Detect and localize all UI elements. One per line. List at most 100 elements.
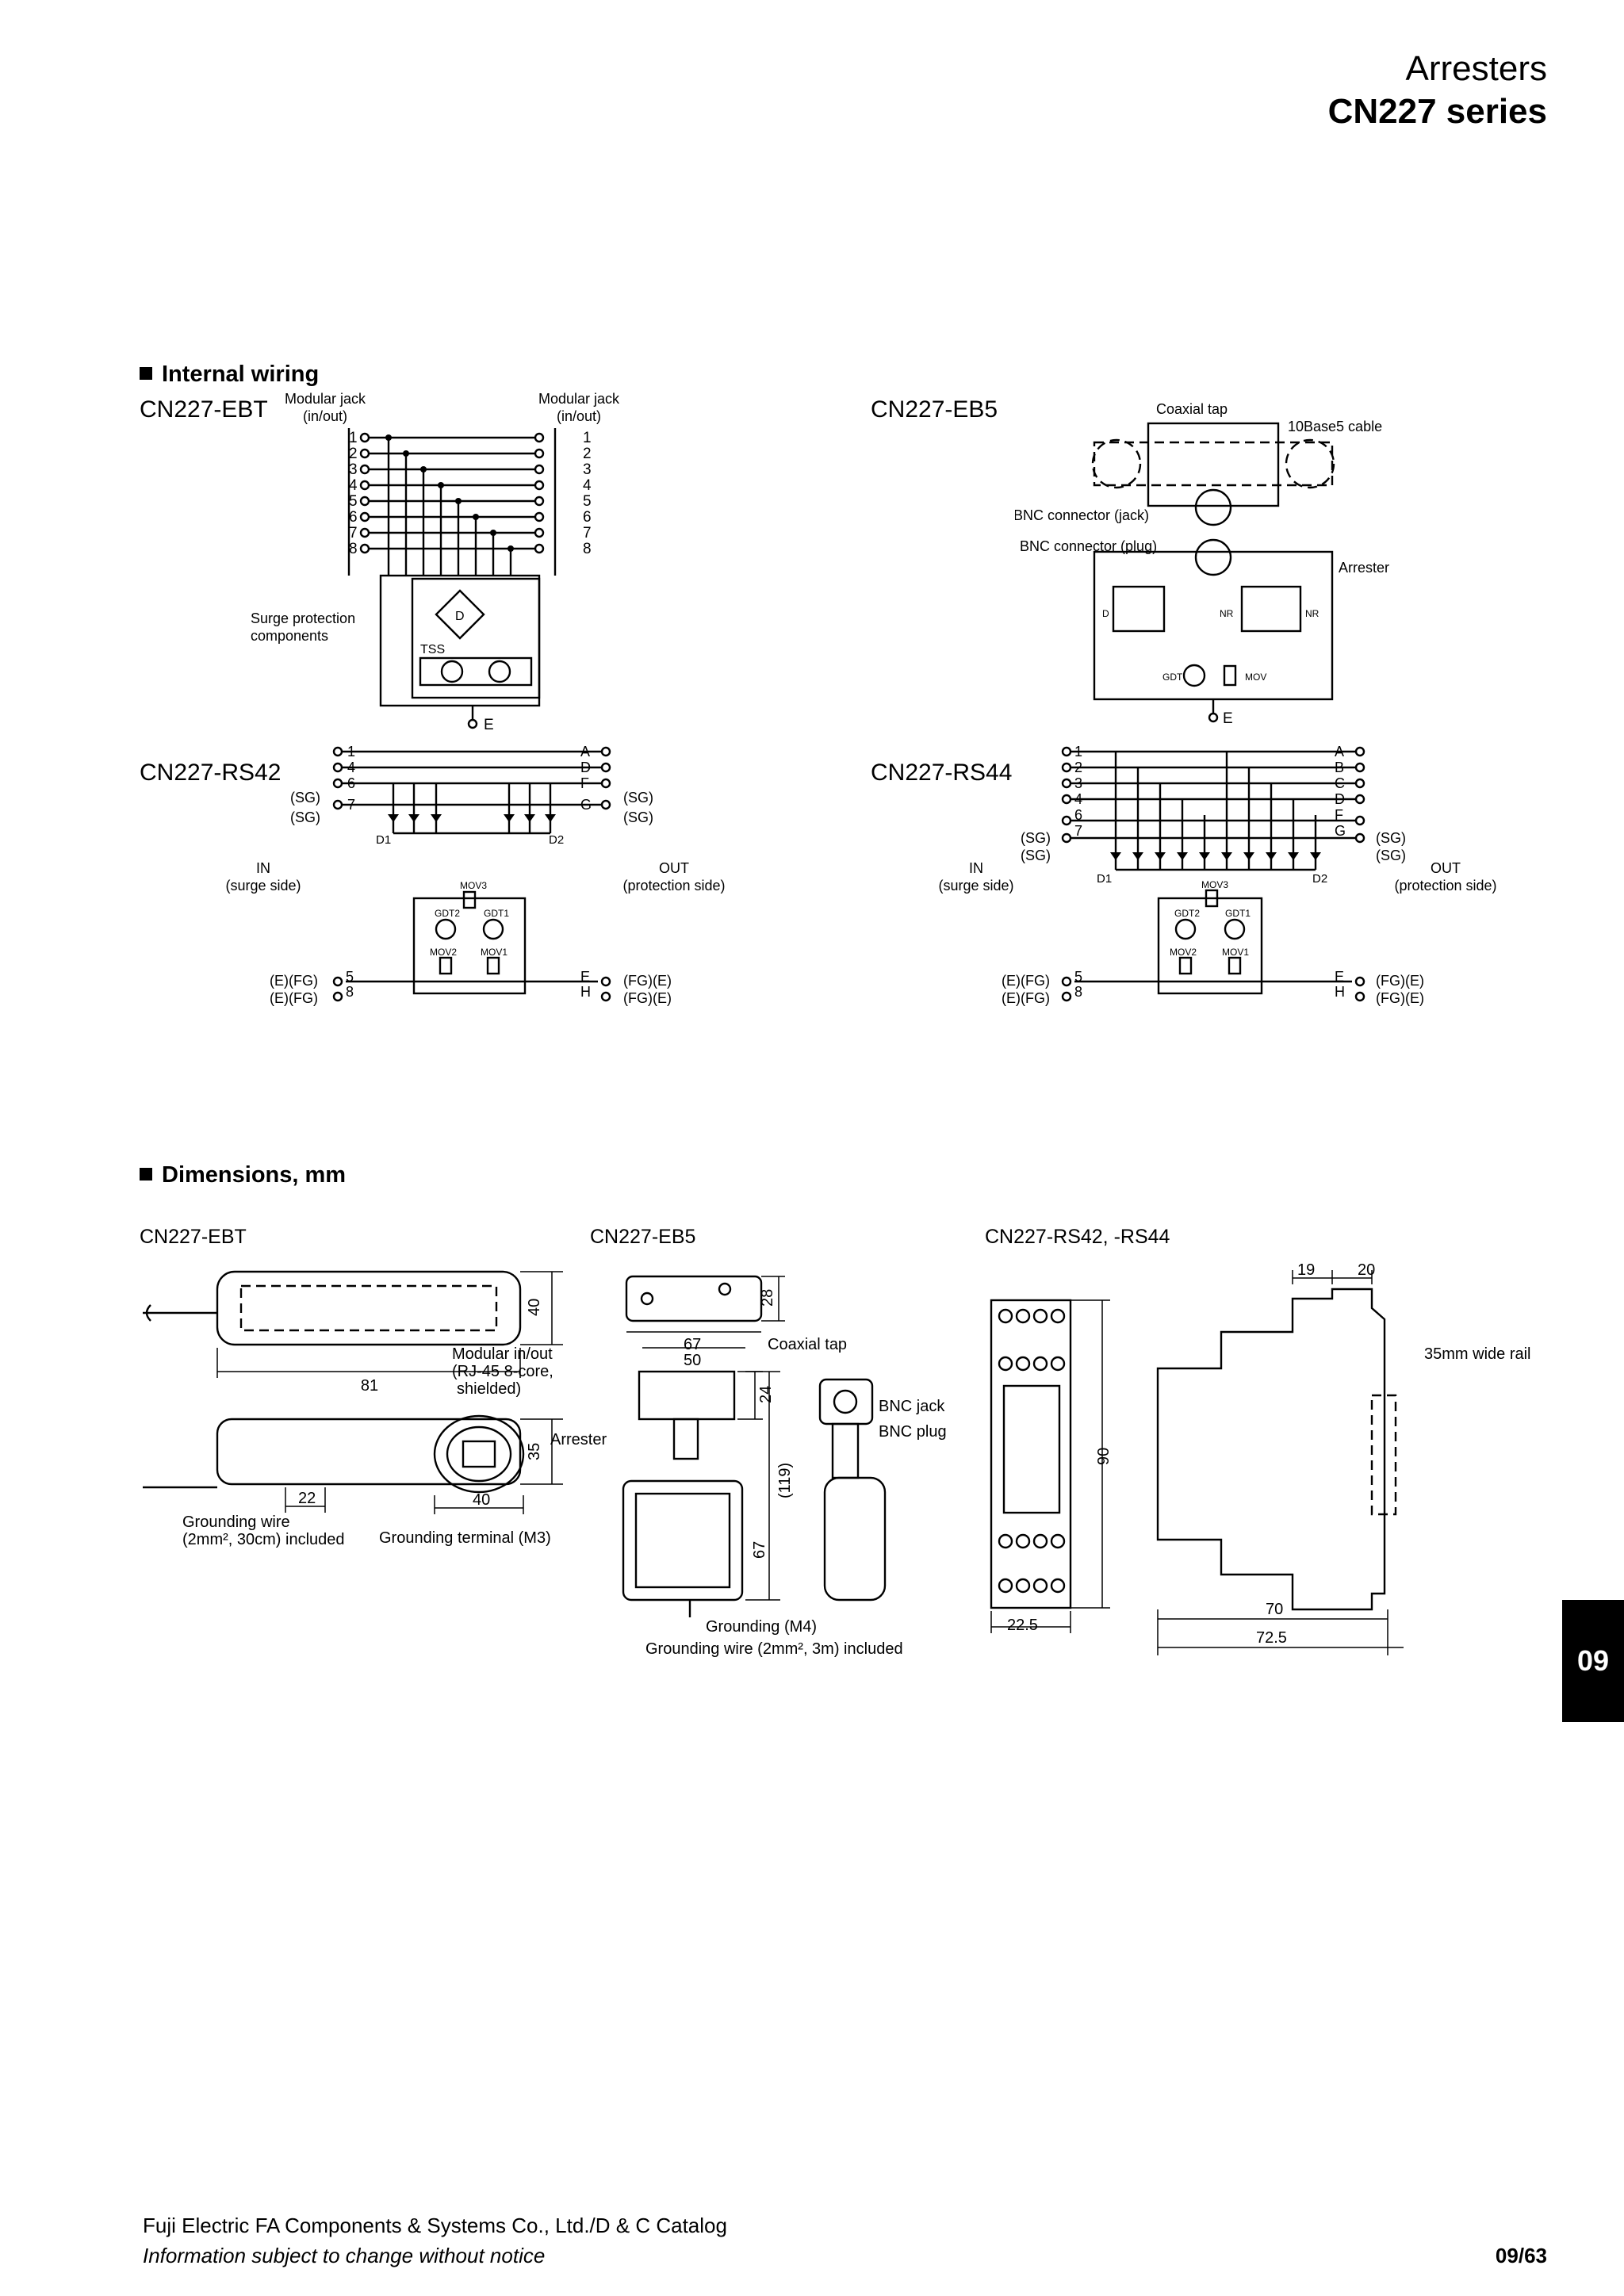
square-bullet-icon [140,1168,152,1181]
rs-side-view [1156,1288,1386,1611]
section-internal-wiring: Internal wiring [140,362,319,388]
fge-label: (FG)(E) [1376,990,1424,1006]
gdt-label: GDT [1162,672,1183,683]
terminal-icon [332,778,343,789]
dim-40: 40 [526,1299,543,1316]
dim-90: 90 [1095,1448,1113,1465]
mov3-icon [1205,889,1219,908]
rs44-wiring-diagram: 1 2 3 4 6 7 A B C D F G (SG) (SG) (SG) (… [938,744,1496,1006]
category-title: Arresters [1405,49,1547,88]
diode-icon [1199,852,1210,860]
mov-icon [1223,664,1237,687]
d1-label: D1 [376,833,391,847]
pin-terminal-icon [534,432,545,443]
diode-icon [1132,852,1143,860]
efg-label: (E)(FG) [1002,973,1050,989]
rail-label: 35mm wide rail [1424,1345,1530,1363]
eb5-wiring-diagram: Coaxial tap 10Base5 cable BNC connector … [1015,401,1389,727]
surge-label: components [251,628,328,644]
terminal-icon [600,762,611,773]
terminal-icon [1354,815,1365,826]
eb5-dimension-drawing: 28 67 50 Coaxial tap 24 Arrester (119) 6… [550,1275,947,1658]
terminal-icon [332,799,343,810]
gdt1-label: GDT1 [1225,908,1251,919]
dim-81: 81 [361,1377,378,1395]
protection-block [411,577,541,699]
ground-wire-label: Grounding wire [182,1513,290,1531]
dim-67: 67 [684,1336,701,1353]
d-label: D [455,610,465,623]
arrester-body [622,1479,744,1601]
cable-end-icon [1285,438,1335,489]
in-label: IN [256,860,270,876]
cable-end-icon [1091,438,1142,489]
ebt-pins: 1 2 3 4 5 6 7 8 1 2 3 4 5 6 7 8 [349,430,592,557]
junction-dot [420,466,427,473]
fge-label: (FG)(E) [623,990,672,1006]
surge-label: Surge protection [251,610,355,626]
rj45-ring-icon [446,1425,512,1483]
in-sub-label: (surge side) [225,878,301,894]
sg-label: (SG) [623,790,653,806]
ebt-top-view [216,1270,522,1346]
fge-label: (FG)(E) [1376,973,1424,989]
pin-label: 6 [583,509,592,526]
dim-line [1157,1609,1404,1655]
pin-terminal-icon [534,543,545,554]
efg-label: (E)(FG) [270,990,318,1006]
protection-block [412,897,527,995]
terminal-screw-icon [1015,1308,1031,1324]
sg-label: (SG) [1021,830,1051,846]
junction-dot [473,514,479,520]
jack-frame [347,428,557,576]
mov1-icon [486,956,500,975]
in-label: IN [969,860,983,876]
tap-side-view [638,1370,736,1421]
dim-19: 19 [1297,1261,1315,1279]
terminal-label: G [1335,823,1346,839]
pin-label: 8 [583,541,592,557]
bnc-jack-label: BNC jack [879,1398,945,1415]
section-dimensions: Dimensions, mm [140,1162,346,1188]
bnc-plug-label: BNC connector (plug) [1020,538,1157,554]
terminal-icon [332,991,343,1002]
dim-line [520,1418,563,1485]
terminal-screw-icon [1015,1533,1031,1549]
rj45-port-icon [462,1440,496,1468]
efg-label: (E)(FG) [270,973,318,989]
terminal-screw-icon [1015,1356,1031,1372]
junction-dot [490,530,496,536]
e-label: E [484,717,494,733]
pin-terminal-icon [359,464,370,475]
out-label: OUT [659,860,689,876]
arrester-label: Arrester [550,1431,607,1448]
dim-70: 70 [1266,1601,1283,1618]
terminal-screw-icon [1032,1308,1048,1324]
dim-line [1071,1299,1110,1609]
pin-label: 7 [349,525,358,541]
terminal-icon [1354,991,1365,1002]
terminal-screw-icon [1050,1356,1066,1372]
dim-35: 35 [526,1443,543,1460]
rs-front-view [990,1299,1072,1609]
terminal-icon [1061,991,1072,1002]
pin-terminal-icon [359,432,370,443]
ebt-dimension-drawing: 40 81 35 22 Grounding wire (2mm², 30cm) … [143,1270,563,1548]
mov2-label: MOV2 [1170,947,1197,958]
terminal-label: 7 [1074,823,1082,839]
sg-label: (SG) [623,809,653,825]
diode-icon [1177,852,1188,860]
terminal-icon [1354,762,1365,773]
pin-label: 6 [349,509,358,526]
pin-label: 4 [583,477,592,494]
efg-label: (E)(FG) [1002,990,1050,1006]
pin-terminal-icon [534,527,545,538]
jack-right-label: Modular jack [538,391,620,407]
pin-terminal-icon [359,527,370,538]
pin-terminal-icon [359,496,370,507]
tss-element-icon [440,660,464,683]
protection-block [1157,897,1263,995]
terminal-label: H [1335,984,1345,1000]
dim-72-5: 72.5 [1256,1629,1287,1647]
tss-element-icon [488,660,511,683]
